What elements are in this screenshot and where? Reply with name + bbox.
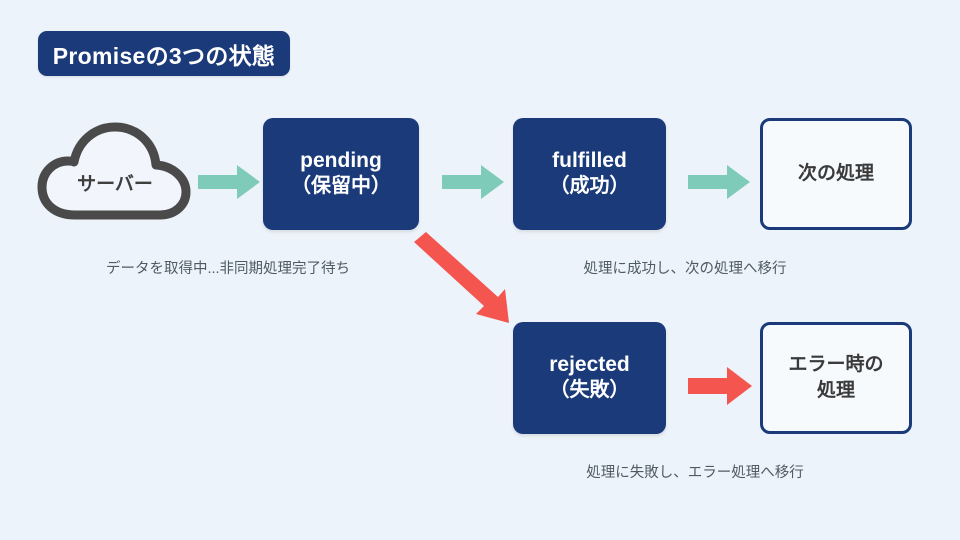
node-pending-jp: （保留中）	[291, 174, 391, 197]
node-pending-en: pending	[300, 149, 382, 173]
arrow-rejected-to-error	[688, 367, 752, 405]
arrow-pending-to-fulfilled	[442, 165, 504, 199]
page-title: Promiseの3つの状態	[38, 31, 290, 76]
caption-pending: データを取得中...非同期処理完了待ち	[105, 261, 351, 277]
arrow-fulfilled-to-next	[688, 165, 750, 199]
server-label: サーバー	[77, 173, 153, 195]
page-title-text: Promiseの3つの状態	[52, 42, 276, 69]
caption-fulfilled: 処理に成功し、次の処理へ移行	[583, 261, 787, 277]
node-pending[interactable]: pending （保留中）	[263, 118, 419, 230]
server-node: サーバー	[34, 118, 196, 224]
arrow-pending-to-rejected	[414, 232, 509, 323]
caption-rejected: 処理に失敗し、エラー処理へ移行	[586, 465, 804, 481]
node-rejected[interactable]: rejected （失敗）	[513, 322, 666, 434]
node-next-process[interactable]: 次の処理	[760, 118, 912, 230]
node-error-process-line1: エラー時の	[788, 354, 884, 376]
node-error-process[interactable]: エラー時の 処理	[760, 322, 912, 434]
node-rejected-jp: （失敗）	[549, 378, 630, 401]
arrow-server-to-pending	[198, 165, 260, 199]
node-fulfilled[interactable]: fulfilled （成功）	[513, 118, 666, 230]
node-fulfilled-jp: （成功）	[549, 174, 630, 197]
node-error-process-line2: 処理	[816, 380, 855, 401]
cloud-icon	[37, 122, 191, 220]
node-rejected-en: rejected	[549, 353, 630, 377]
node-fulfilled-en: fulfilled	[552, 149, 627, 173]
node-next-process-line1: 次の処理	[797, 163, 874, 185]
